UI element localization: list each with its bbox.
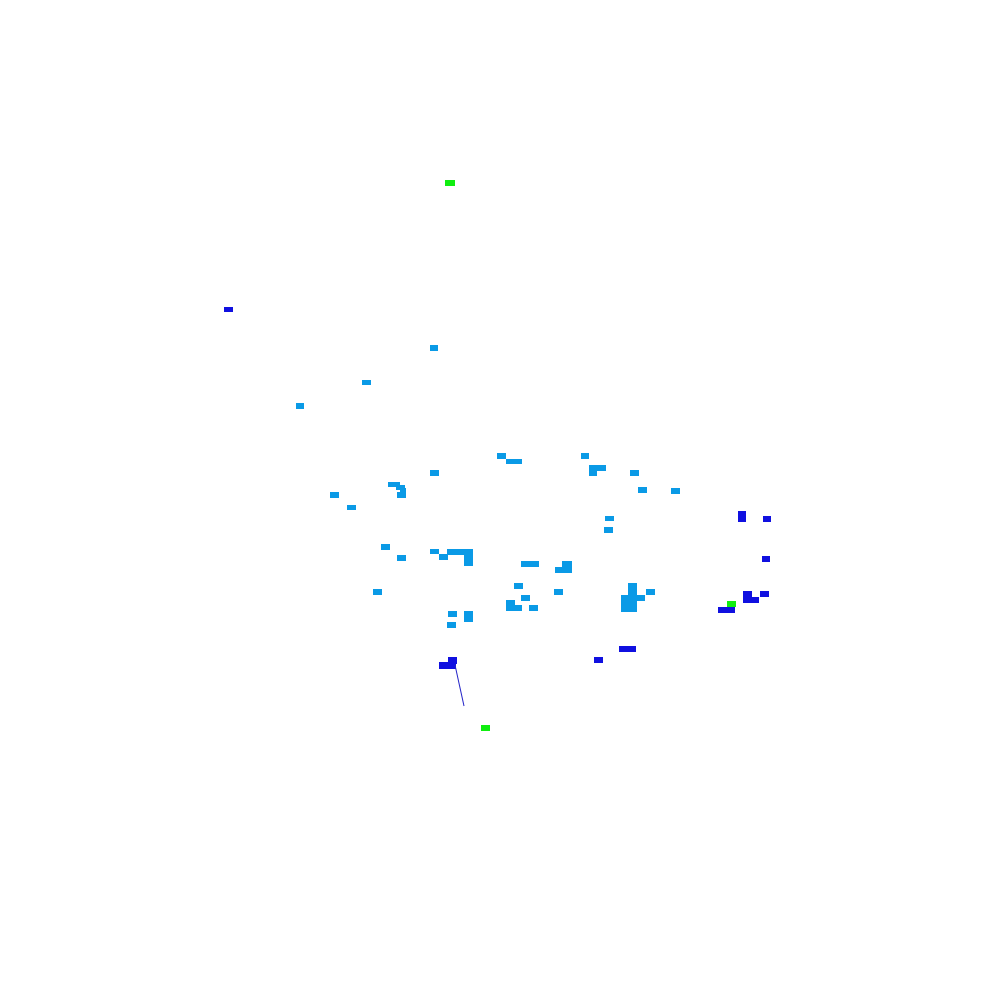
light-blue-feature [430,470,439,476]
track-line-layer [454,664,465,707]
light-blue-feature [430,549,439,554]
light-blue-feature [430,345,438,351]
light-blue-feature [373,589,382,595]
light-blue-feature [506,605,522,611]
light-blue-feature [397,492,406,498]
dark-blue-feature [743,597,759,603]
light-blue-feature [347,505,356,510]
light-blue-feature [381,544,390,550]
light-blue-feature [521,561,539,567]
light-blue-feature [400,488,406,493]
light-blue-feature [330,492,339,498]
light-blue-feature [464,549,473,566]
dark-blue-feature [448,657,457,664]
light-blue-feature [630,470,639,476]
light-blue-feature [554,589,563,595]
light-blue-feature [497,453,506,459]
dark-blue-feature [224,307,233,312]
track-line [454,664,465,707]
light-blue-feature [671,488,680,494]
light-blue-feature [296,403,304,409]
light-blue-feature [439,554,448,560]
light-blue-feature [464,611,473,622]
dark-blue-feature [718,607,735,613]
dark-blue-feature [760,591,769,597]
dark-blue-feature [743,591,752,602]
light-blue-feature [562,561,572,573]
light-blue-feature [362,380,371,385]
light-blue-feature [646,589,655,595]
green-feature-layer [445,180,736,731]
light-blue-feature [589,465,597,476]
dark-blue-feature [762,556,770,562]
light-blue-feature [397,555,406,561]
light-blue-feature [581,453,589,459]
light-blue-feature [604,527,613,533]
light-blue-feature [638,487,647,493]
light-blue-feature [529,605,538,611]
green-feature [727,601,736,607]
light-blue-feature [605,516,614,521]
light-blue-feature-layer [296,345,680,628]
light-blue-feature [447,622,456,628]
green-feature [481,725,490,731]
light-blue-feature [521,595,530,601]
dark-blue-feature [619,646,636,652]
green-feature [445,180,455,186]
light-blue-feature [506,459,522,464]
light-blue-feature [628,583,637,595]
light-blue-feature [447,549,472,555]
light-blue-feature [514,583,523,589]
dark-blue-feature-layer [224,307,771,669]
dark-blue-feature [439,662,456,669]
light-blue-feature [589,465,606,471]
dark-blue-feature [763,516,771,522]
light-blue-feature [633,595,645,601]
light-blue-feature [396,485,405,490]
light-blue-feature [388,482,400,487]
dark-blue-feature [738,511,746,522]
dark-blue-feature [594,657,603,663]
light-blue-feature [448,611,457,617]
